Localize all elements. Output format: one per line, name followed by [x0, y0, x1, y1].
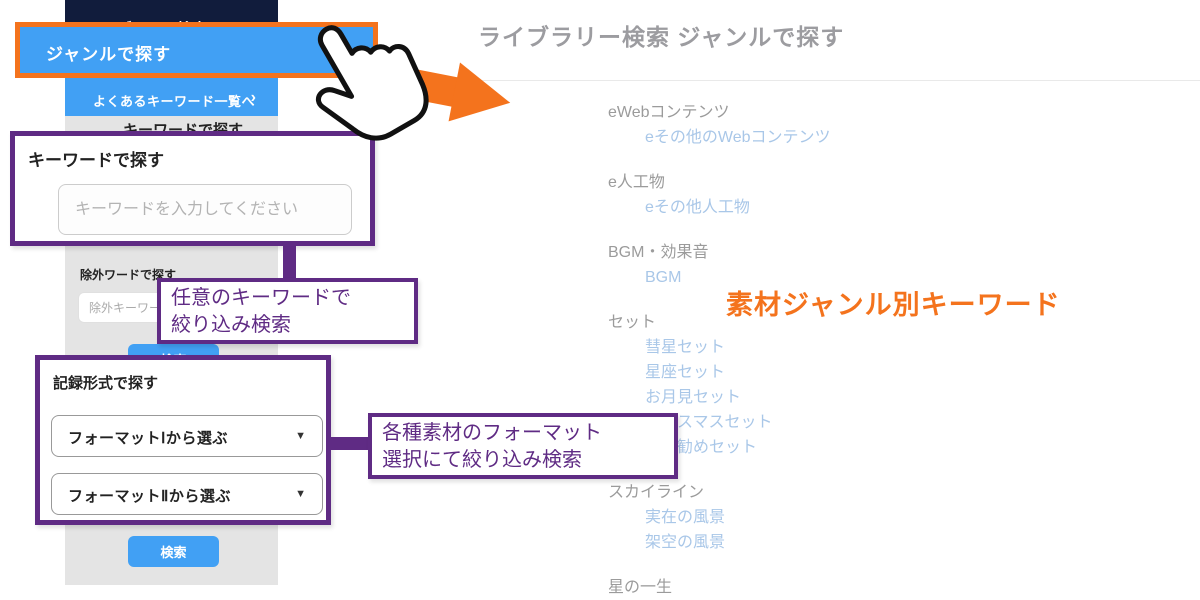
annotation-format-line1: 各種素材のフォーマット — [382, 422, 602, 444]
annotation-format: 各種素材のフォーマット 選択にて絞り込み検索 — [368, 413, 678, 479]
connector-line-horizontal — [329, 437, 370, 450]
format-search-panel: 記録形式で探す フォーマットⅠから選ぶ ▼ フォーマットⅡから選ぶ ▼ — [35, 355, 331, 525]
genre-link[interactable]: BGM — [645, 269, 682, 286]
format-select-1-value: フォーマットⅠから選ぶ — [68, 430, 228, 447]
format-select-2-value: フォーマットⅡから選ぶ — [68, 488, 231, 505]
divider — [475, 80, 1200, 81]
genre-link[interactable]: のお勧めセット — [645, 439, 758, 456]
genre-category-label: セット — [608, 314, 657, 331]
genre-list: eWebコンテンツ eその他のWebコンテンツ e人工物 eその他人工物 BGM… — [608, 100, 1028, 600]
format-select-2[interactable]: フォーマットⅡから選ぶ ▼ — [51, 473, 323, 515]
keyword-heading-clipped: キーワードで探す — [123, 122, 244, 131]
keyword-search-panel: キーワードで探す — [10, 131, 375, 246]
format-panel-heading: 記録形式で探す — [53, 375, 159, 392]
format-select-1[interactable]: フォーマットⅠから選ぶ ▼ — [51, 415, 323, 457]
genre-link[interactable]: 彗星セット — [645, 339, 726, 356]
genre-link[interactable]: eその他人工物 — [645, 199, 750, 216]
dropdown-arrow-icon: ▼ — [295, 430, 306, 442]
annotation-keyword-line2: 絞り込み検索 — [171, 314, 291, 336]
genre-category-label: スカイライン — [608, 484, 705, 501]
genre-group: eWebコンテンツ eその他のWebコンテンツ — [608, 100, 1028, 150]
genre-group: BGM・効果音 BGM — [608, 240, 1028, 290]
connector-line-vertical — [283, 244, 296, 280]
annotation-format-line2: 選択にて絞り込み検索 — [382, 449, 582, 471]
search-button-format[interactable]: 検索 — [128, 536, 219, 567]
keyword-list-link[interactable]: よくあるキーワード一覧へ › — [65, 82, 278, 116]
keyword-list-link-label: よくあるキーワード一覧へ — [93, 94, 256, 109]
genre-category-label: eWebコンテンツ — [608, 104, 730, 121]
keyword-input[interactable] — [58, 184, 352, 235]
chevron-right-icon: › — [250, 89, 256, 106]
dropdown-arrow-icon: ▼ — [295, 488, 306, 500]
genre-group: スカイライン 実在の風景 架空の風景 — [608, 480, 1028, 555]
keyword-panel-heading: キーワードで探す — [28, 151, 164, 170]
genre-search-button[interactable]: ジャンルで探す — [15, 22, 378, 78]
genre-link[interactable]: クリスマスセット — [645, 414, 773, 431]
genre-category-label: 星の一生 — [608, 579, 673, 596]
genre-category-label: e人工物 — [608, 174, 665, 191]
cursor-hand-icon — [280, 0, 450, 167]
genre-link[interactable]: お月見セット — [645, 389, 742, 406]
exclude-word-label: 除外ワードで探す — [80, 268, 177, 282]
genre-link[interactable]: 実在の風景 — [645, 509, 726, 526]
genre-link[interactable]: 架空の風景 — [645, 534, 726, 551]
genre-group: e人工物 eその他人工物 — [608, 170, 1028, 220]
page-title: ライブラリー検索 ジャンルで探す — [478, 24, 845, 50]
genre-category-label: BGM・効果音 — [608, 244, 709, 261]
genre-search-button-label: ジャンルで探す — [46, 45, 172, 64]
genre-link[interactable]: 星座セット — [645, 364, 726, 381]
annotation-keyword: 任意のキーワードで 絞り込み検索 — [157, 278, 418, 344]
genre-link[interactable]: eその他のWebコンテンツ — [645, 129, 831, 146]
genre-callout: 素材ジャンル別キーワード — [726, 290, 1061, 320]
genre-group: 星の一生 — [608, 575, 1028, 600]
annotation-keyword-line1: 任意のキーワードで — [171, 287, 351, 309]
